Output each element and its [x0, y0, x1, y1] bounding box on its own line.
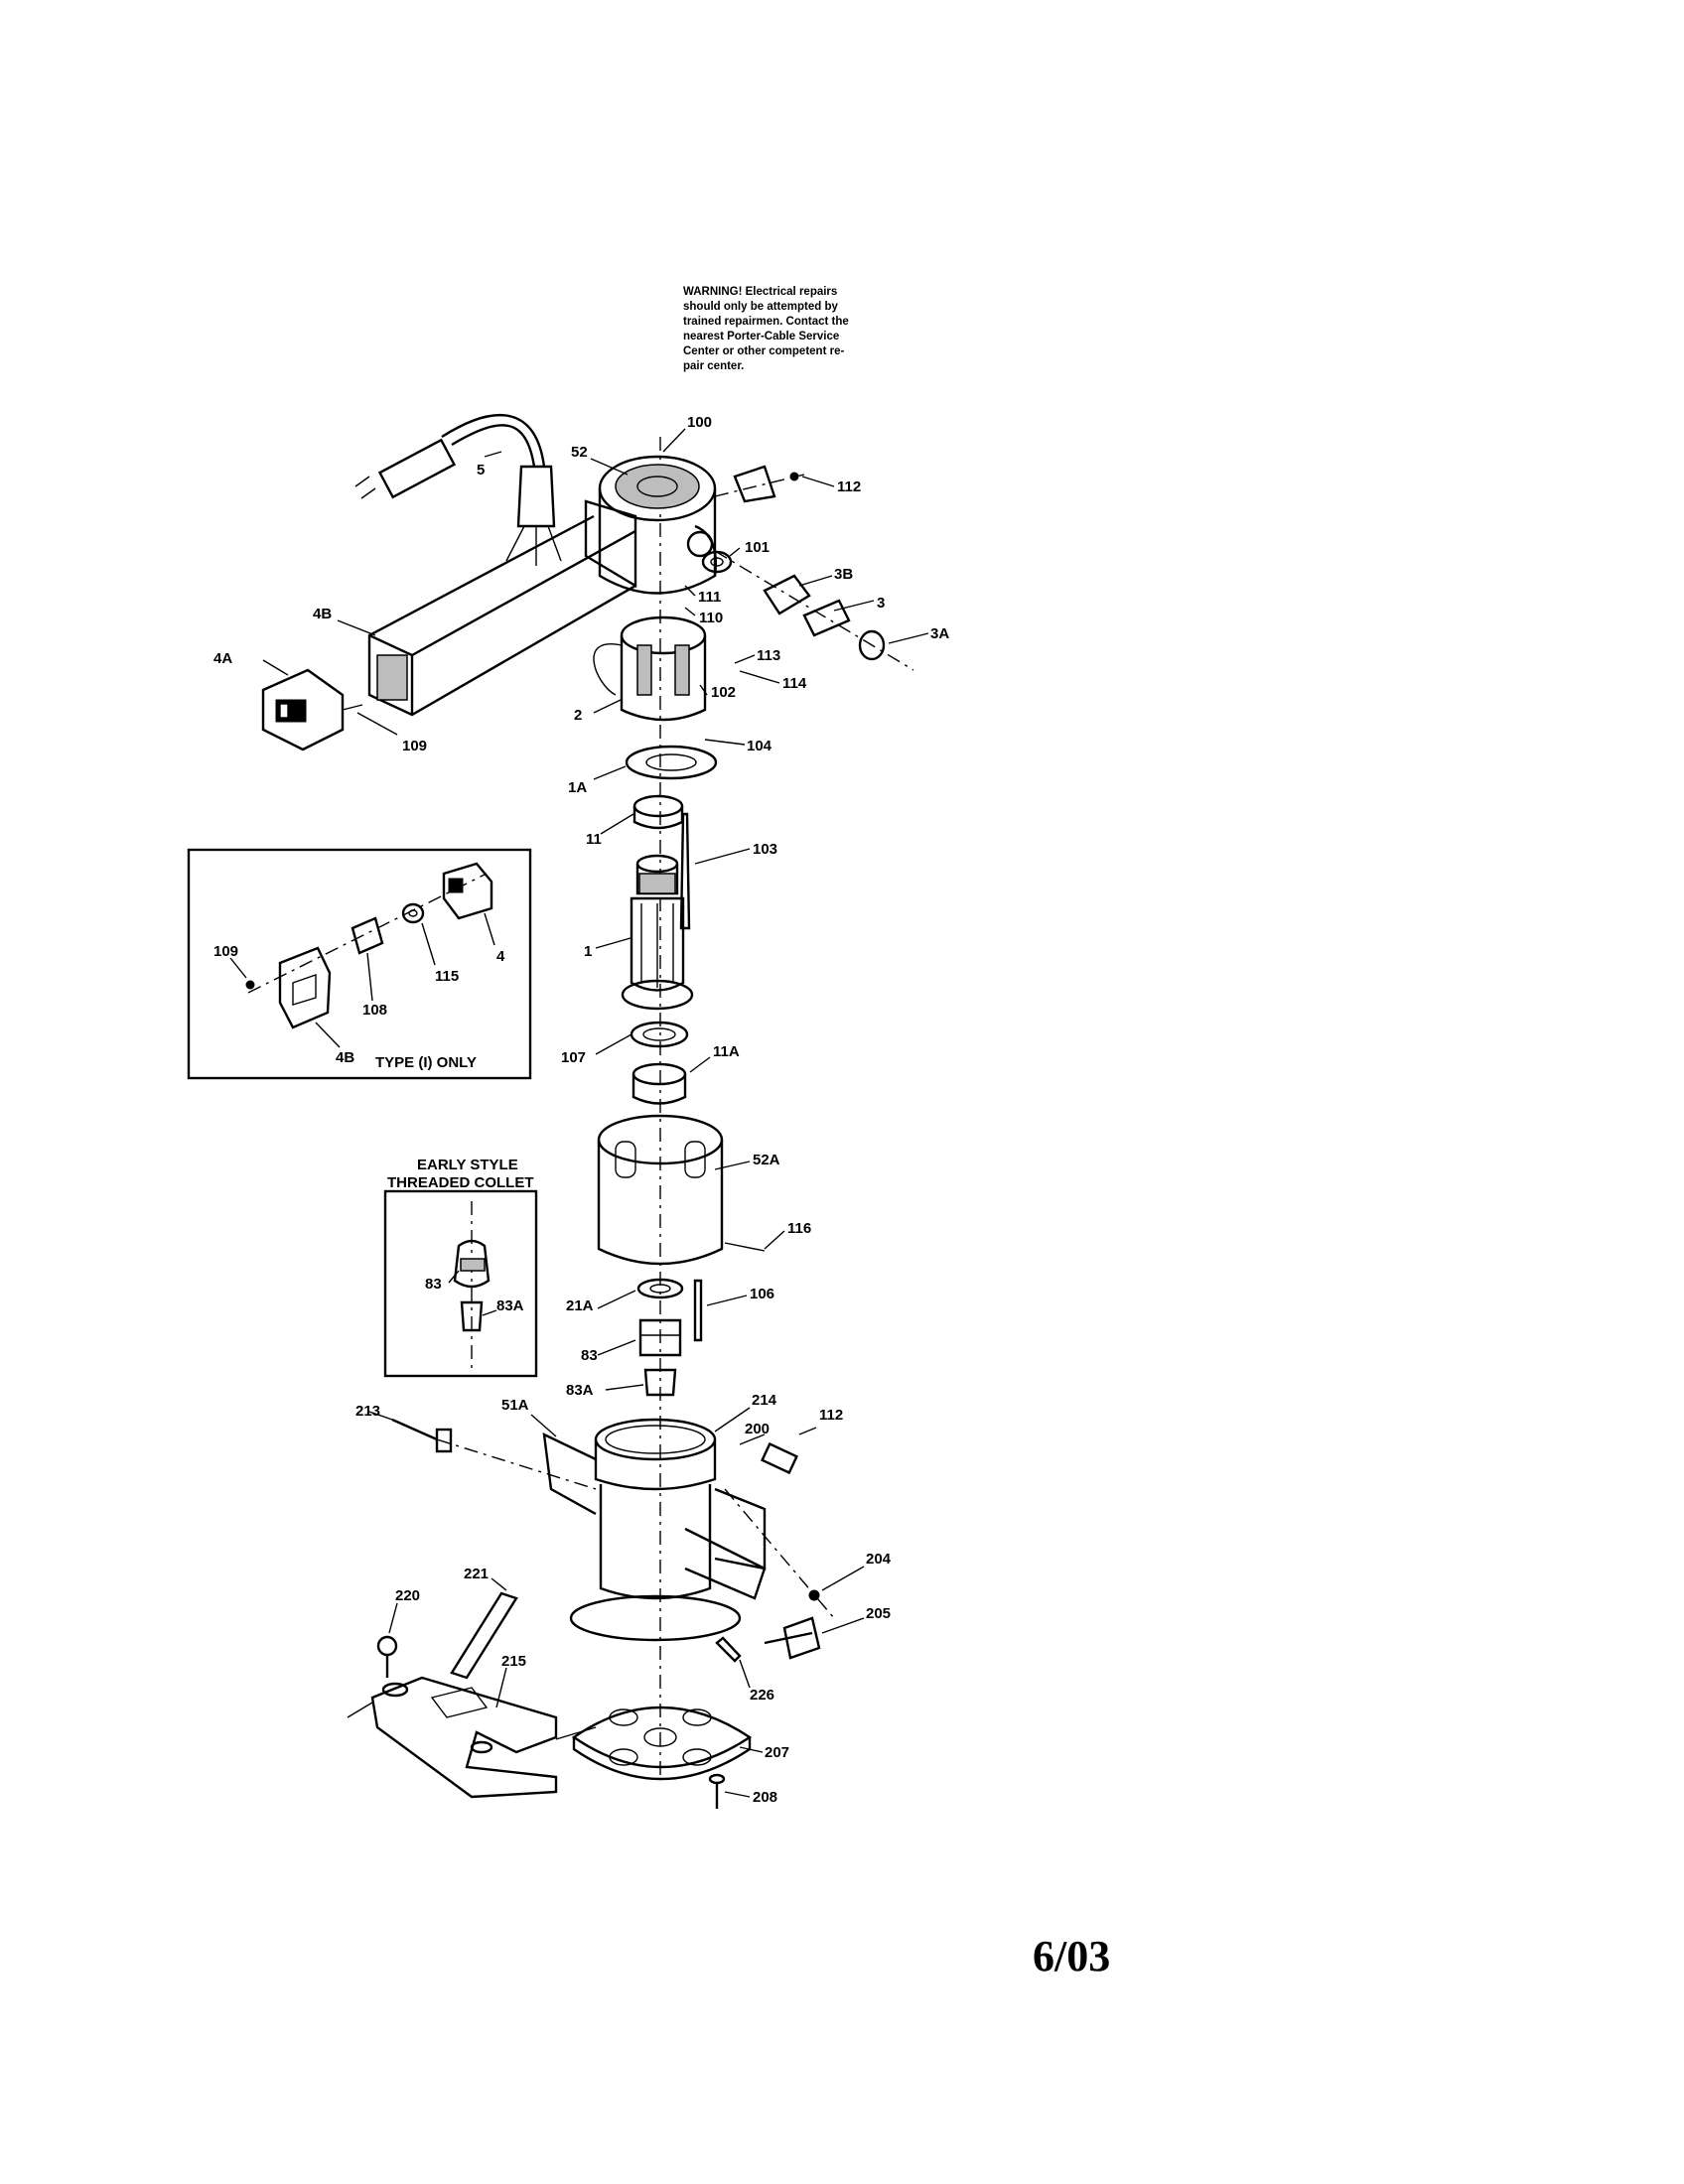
label-83A-main: 83A — [566, 1382, 594, 1399]
label-51A: 51A — [501, 1397, 529, 1414]
label-205: 205 — [866, 1605, 891, 1622]
label-21A: 21A — [566, 1297, 594, 1314]
brush-parts — [701, 465, 914, 671]
label-52: 52 — [571, 444, 588, 461]
inset-label-108: 108 — [362, 1002, 387, 1019]
label-215: 215 — [501, 1653, 526, 1670]
warning-note: WARNING! Electrical repairs should only … — [683, 286, 849, 372]
field-assembly — [593, 615, 707, 722]
label-4A: 4A — [213, 650, 232, 667]
warning-line-2: should only be attempted by — [683, 301, 839, 313]
inset-type-1-labels: 109 115 4 108 4B — [213, 943, 505, 1066]
label-208: 208 — [753, 1789, 777, 1806]
label-52A: 52A — [753, 1152, 780, 1168]
inset-label-4: 4 — [496, 948, 505, 965]
label-2: 2 — [574, 707, 582, 724]
label-11A: 11A — [713, 1043, 740, 1060]
inset-label-115: 115 — [435, 968, 459, 985]
depth-rod — [450, 1591, 518, 1680]
warning-line-1: WARNING! Electrical repairs — [683, 286, 837, 298]
warning-line-4: nearest Porter-Cable Service — [683, 331, 839, 342]
motor-housing-top — [584, 455, 717, 595]
screw-226 — [715, 1636, 742, 1663]
label-3A: 3A — [930, 625, 949, 642]
warning-line-6: pair center. — [683, 360, 744, 372]
warning-line-5: Center or other competent re- — [683, 345, 844, 357]
warning-line-3: trained repairmen. Contact the — [683, 316, 849, 328]
revision-date: 6/03 — [1033, 1932, 1111, 1980]
inset-label-83A: 83A — [496, 1297, 524, 1314]
label-107: 107 — [561, 1049, 586, 1066]
label-112-top: 112 — [837, 478, 861, 495]
inset-type-1-title: TYPE (I) ONLY — [375, 1054, 477, 1071]
inset-label-4B: 4B — [336, 1049, 354, 1066]
label-221: 221 — [464, 1566, 489, 1582]
label-116: 116 — [787, 1220, 811, 1237]
motor-housing-lower — [597, 1114, 766, 1266]
label-214: 214 — [752, 1392, 777, 1409]
label-111: 111 — [698, 589, 721, 606]
label-200: 200 — [745, 1421, 770, 1437]
sub-base — [571, 1706, 753, 1781]
label-3B: 3B — [834, 566, 853, 583]
label-100: 100 — [687, 414, 712, 431]
armature-stack — [621, 745, 718, 1105]
inset-label-109: 109 — [213, 943, 238, 960]
collet-stack — [636, 1278, 703, 1397]
label-4B-main: 4B — [313, 606, 332, 622]
label-220: 220 — [395, 1587, 420, 1604]
label-11: 11 — [586, 831, 602, 848]
inset-collet-title-1: EARLY STYLE — [417, 1157, 518, 1173]
label-213: 213 — [355, 1403, 380, 1420]
label-101: 101 — [745, 539, 770, 556]
label-226: 226 — [750, 1687, 774, 1704]
screw-208 — [708, 1773, 726, 1809]
screw-103 — [679, 812, 691, 930]
label-83-main: 83 — [581, 1347, 598, 1364]
label-106: 106 — [750, 1286, 774, 1302]
label-112-base: 112 — [819, 1407, 843, 1424]
leader-lines — [262, 428, 929, 1798]
label-103: 103 — [753, 841, 777, 858]
screw-220 — [376, 1635, 398, 1678]
label-1A: 1A — [568, 779, 587, 796]
router-base — [436, 1418, 835, 1642]
inset-collet-frame — [383, 1189, 538, 1378]
inset-early-collet: EARLY STYLE THREADED COLLET — [383, 1157, 538, 1378]
label-113: 113 — [757, 647, 780, 664]
inset-type-1-frame — [187, 848, 532, 1080]
label-1: 1 — [584, 943, 592, 960]
label-110: 110 — [699, 610, 723, 626]
inset-label-83: 83 — [425, 1276, 442, 1293]
label-109-main: 109 — [402, 738, 427, 754]
inset-collet-labels: 83 83A — [425, 1276, 524, 1314]
label-104: 104 — [747, 738, 772, 754]
handle-arm — [367, 514, 636, 717]
inset-type-1: TYPE (I) ONLY — [187, 848, 532, 1080]
label-207: 207 — [765, 1744, 789, 1761]
inset-leader-lines — [229, 912, 497, 1316]
label-5: 5 — [477, 462, 485, 478]
label-102: 102 — [711, 684, 736, 701]
label-3: 3 — [877, 595, 885, 612]
knob-205 — [764, 1589, 821, 1660]
label-204: 204 — [866, 1551, 892, 1568]
label-114: 114 — [782, 675, 807, 692]
power-cord — [354, 414, 562, 566]
inset-collet-title-2: THREADED COLLET — [387, 1174, 534, 1191]
screw-213 — [391, 1418, 453, 1453]
switch-assembly — [261, 668, 363, 751]
part-labels: 100 52 5 112 101 3B 111 3 110 3A 4B 4A 1… — [213, 414, 949, 1806]
edge-guide-bracket — [347, 1676, 597, 1799]
